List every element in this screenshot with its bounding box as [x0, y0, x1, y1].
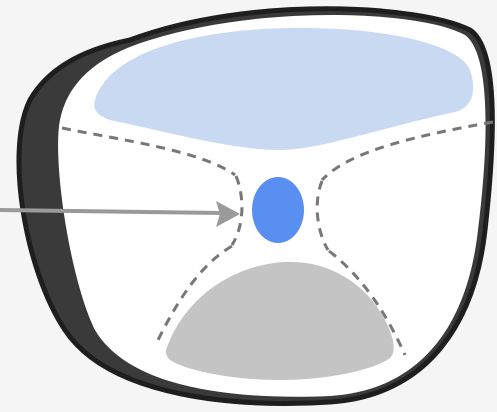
- center-dot: [252, 177, 304, 243]
